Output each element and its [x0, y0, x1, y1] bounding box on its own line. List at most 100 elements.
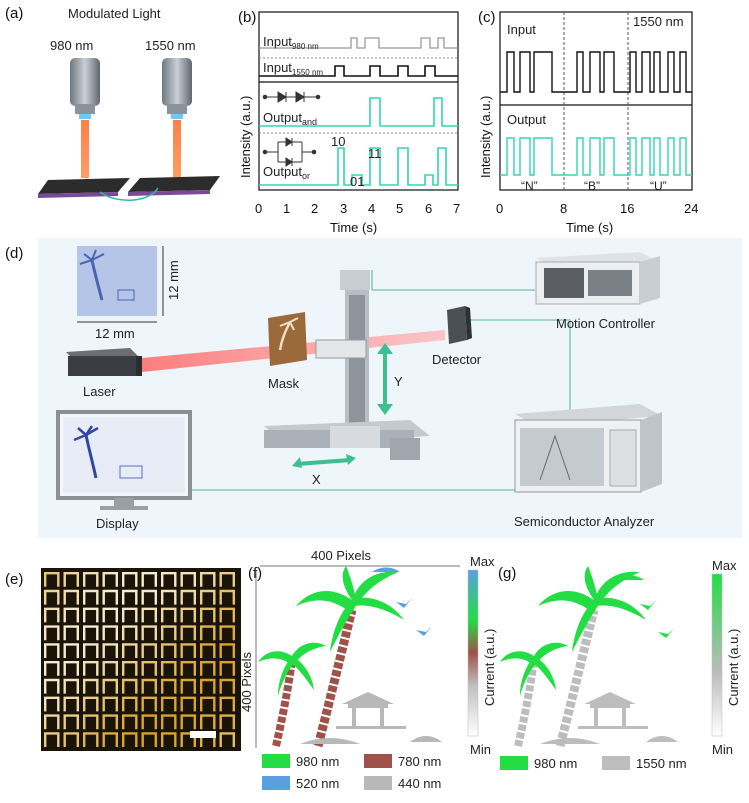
x-tick-label: 0: [255, 201, 262, 216]
colorbar-max: Max: [712, 558, 737, 573]
pixel-electrode: [200, 589, 216, 605]
legend-f: 980 nm 780 nm 520 nm 440 nm: [262, 754, 441, 791]
panel-b-label: (b): [238, 9, 256, 26]
panel-e-label: (e): [5, 571, 23, 588]
pixel-electrode: [102, 572, 118, 587]
label-output-and: Outputand: [263, 110, 317, 127]
pixel-electrode: [83, 607, 99, 623]
pixel-electrode: [200, 607, 216, 623]
label-c-wavelength: 1550 nm: [633, 14, 684, 29]
pixel-electrode: [102, 714, 118, 730]
light-source-1550-icon: [162, 58, 192, 178]
letter-u: “U”: [650, 179, 667, 193]
y-arrow-icon: [377, 343, 393, 415]
pixel-electrode: [83, 732, 99, 747]
pixel-electrode: [200, 696, 216, 712]
pixel-electrode: [63, 696, 79, 712]
pixel-electrode: [122, 625, 138, 641]
pixel-electrode: [180, 661, 196, 676]
letter-n: “N”: [521, 179, 538, 193]
pixel-electrode: [44, 643, 60, 658]
pixel-electrode: [219, 643, 235, 658]
pixel-electrode: [122, 589, 138, 605]
x-axis-label: Time (s): [566, 220, 613, 235]
panel-b-frame: [258, 11, 459, 191]
pixel-electrode: [83, 696, 99, 712]
panel-g-label: (g): [498, 565, 516, 582]
dim-vertical-label: 12 mm: [166, 260, 181, 300]
pixel-electrode: [83, 572, 99, 587]
pixel-electrode: [102, 732, 118, 747]
pixel-electrode: [141, 714, 157, 730]
pixel-electrode: [44, 714, 60, 730]
x-arrow-icon: [292, 454, 356, 468]
pixel-electrode: [219, 714, 235, 730]
wavelength-label-980: 980 nm: [50, 38, 93, 53]
pixel-electrode: [219, 678, 235, 694]
mask-icon: [268, 312, 307, 366]
pixel-electrode: [44, 625, 60, 641]
x-tick-label: 1: [283, 201, 290, 216]
pixel-electrode: [219, 661, 235, 676]
pixel-electrode: [200, 661, 216, 676]
device-substrate-icon: [38, 176, 220, 202]
annotation-01: 01: [350, 174, 364, 189]
pixel-electrode: [200, 625, 216, 641]
pixel-electrode: [102, 661, 118, 676]
legend-swatch: [602, 756, 630, 770]
micrograph-background: [41, 568, 241, 751]
wavelength-label-1550: 1550 nm: [145, 38, 196, 53]
annotation-11: 11: [368, 146, 382, 161]
pixel-electrode: [44, 607, 60, 623]
pixel-electrode: [83, 625, 99, 641]
pixel-electrode: [44, 732, 60, 747]
pixel-electrode: [180, 572, 196, 587]
pixel-electrode: [161, 643, 177, 658]
panel-c-label: (c): [478, 9, 496, 26]
pixel-electrode: [44, 572, 60, 587]
trace-output-or: [259, 147, 458, 186]
pixel-electrode: [63, 714, 79, 730]
pixel-electrode: [141, 572, 157, 587]
colorbar-min: Min: [470, 742, 491, 757]
semiconductor-analyzer-icon: [514, 404, 662, 493]
legend-text: 1550 nm: [636, 756, 687, 771]
panel-a-label: (a): [5, 5, 23, 22]
x-tick-label: 5: [396, 201, 403, 216]
pixel-electrode: [200, 572, 216, 587]
analyzer-label: Semiconductor Analyzer: [514, 514, 655, 529]
pixel-electrode: [180, 607, 196, 623]
pixel-electrode: [141, 607, 157, 623]
pixel-electrode: [219, 589, 235, 605]
colorbar-label: Current (a.u.): [482, 629, 497, 706]
mask-label: Mask: [268, 376, 300, 391]
annotation-10: 10: [331, 134, 345, 149]
pixel-electrode: [200, 714, 216, 730]
panel-c: (c) Input 1550 nm Output “N” “B” “U” Int…: [478, 9, 698, 235]
pixel-electrode: [83, 661, 99, 676]
x-tick-label: 6: [425, 201, 432, 216]
pixel-electrode: [161, 589, 177, 605]
pixel-electrode: [141, 661, 157, 676]
trace-output-and: [259, 97, 458, 127]
colorbar-min: Min: [712, 742, 733, 757]
colorbar-f: [467, 569, 479, 737]
label-c-input: Input: [507, 22, 536, 37]
label-c-output: Output: [507, 112, 546, 127]
pixel-electrode: [122, 643, 138, 658]
pixel-electrode: [161, 607, 177, 623]
pixel-electrode: [102, 678, 118, 694]
pixel-electrode: [102, 607, 118, 623]
pixel-electrode: [141, 696, 157, 712]
pixel-electrode: [180, 678, 196, 694]
pixel-electrode: [219, 696, 235, 712]
legend-text: 980 nm: [296, 754, 339, 769]
detector-label: Detector: [432, 352, 482, 367]
pixel-electrode: [219, 572, 235, 587]
pixel-electrode: [122, 661, 138, 676]
label-input-980: Input980 nm: [263, 34, 319, 51]
diode-parallel-icon: [262, 137, 317, 167]
modulated-light-title: Modulated Light: [68, 6, 161, 21]
legend-swatch: [500, 756, 528, 770]
panel-c-frame: [499, 11, 693, 191]
